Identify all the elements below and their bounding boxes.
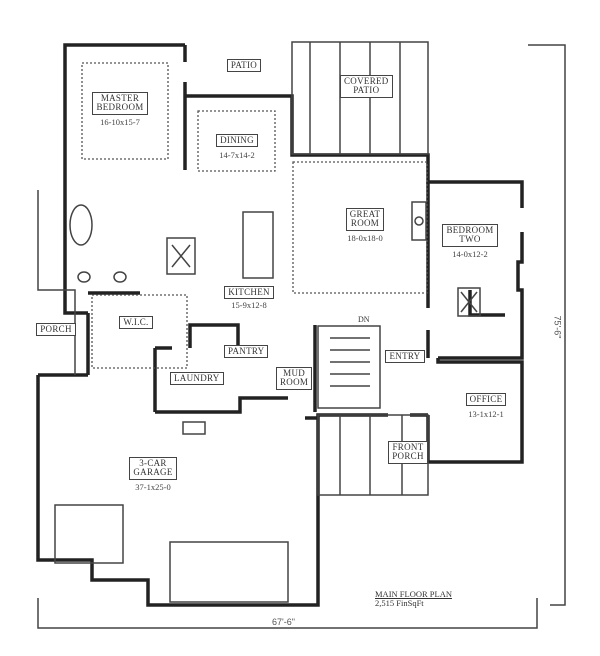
room-label-patio: PATIO: [224, 56, 264, 73]
room-label-dining: DINING 14-7x14-2: [212, 131, 262, 160]
room-name-wic: W.I.C.: [119, 316, 153, 330]
room-label-kitchen: KITCHEN 15-9x12-8: [222, 283, 276, 310]
room-label-wic: W.I.C.: [116, 313, 156, 330]
room-size-garage: 37-1x25-0: [135, 482, 171, 493]
room-name-pantry: PANTRY: [224, 345, 269, 359]
room-name-entry: ENTRY: [385, 350, 425, 364]
room-name-dining: DINING: [216, 134, 258, 148]
room-size-office: 13-1x12-1: [468, 408, 504, 419]
plan-area: 2,515 FinSqFt: [375, 598, 424, 608]
room-name-laundry: LAUNDRY: [170, 372, 224, 386]
stair-direction-label: DN: [358, 315, 370, 324]
room-name-office: OFFICE: [465, 393, 507, 407]
room-size-dining: 14-7x14-2: [219, 149, 255, 160]
room-label-entry: ENTRY: [385, 347, 425, 364]
room-name-patio: PATIO: [226, 59, 262, 73]
room-label-pantry: PANTRY: [224, 342, 269, 359]
room-label-porch: PORCH: [36, 320, 76, 337]
room-label-laundry: LAUNDRY: [170, 369, 224, 386]
room-name-kitchen: KITCHEN: [224, 286, 274, 300]
room-size-great-room: 18-0x18-0: [347, 233, 383, 244]
room-size-bedroom-two: 14-0x12-2: [452, 249, 488, 260]
depth-dimension: 75'-6": [552, 315, 563, 339]
room-size-master-bedroom: 16-10x15-7: [100, 117, 140, 128]
master-wall: [63, 43, 185, 315]
plan-title: MAIN FLOOR PLAN: [375, 589, 452, 599]
width-dimension: 67'-6": [272, 617, 295, 627]
room-name-porch: PORCH: [36, 323, 76, 337]
room-label-office: OFFICE 13-1x12-1: [458, 390, 514, 419]
room-size-kitchen: 15-9x12-8: [231, 299, 267, 310]
